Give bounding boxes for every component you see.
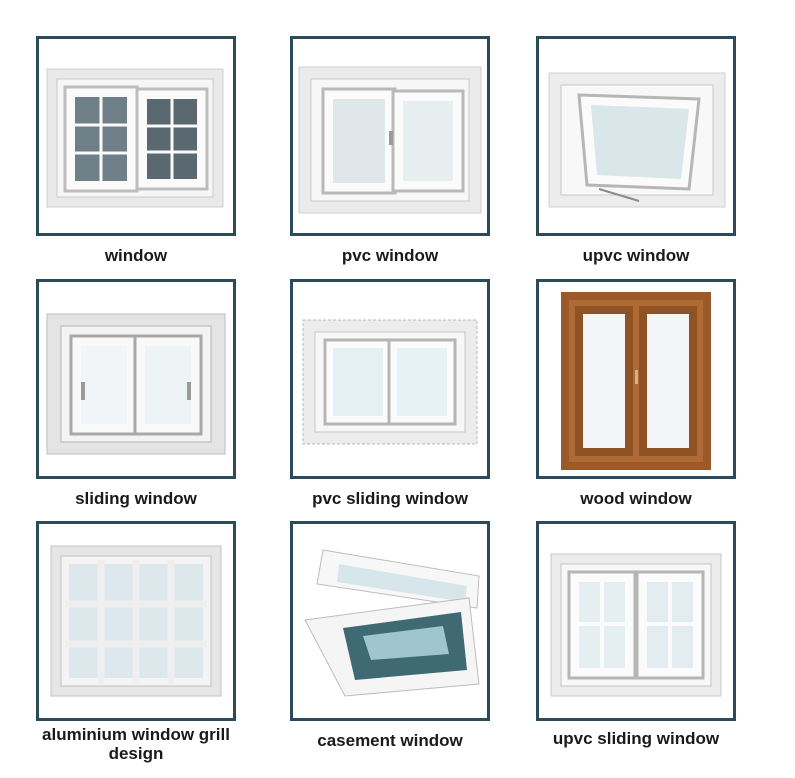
product-label: wood window [580,489,692,508]
product-label: pvc window [341,246,439,265]
product-image [290,521,490,721]
product-image [36,521,236,721]
product-image [36,279,236,479]
sliding-window-icon [298,66,482,214]
product-label: pvc sliding window [312,489,468,508]
product-label: upvc window [582,246,690,265]
product-label: casement window [317,731,463,750]
tilt-window-icon [548,72,726,208]
product-label: aluminium window grill design [42,725,230,763]
grill-window-icon [50,545,222,697]
product-image [36,36,236,236]
product-image [536,521,736,721]
sliding-window-icon [302,319,478,445]
casement-window-icon [561,292,711,470]
sliding-grid-window-icon [550,553,722,697]
product-image [290,279,490,479]
sliding-window-icon [46,313,226,455]
open-casement-window-icon [304,549,480,697]
sliding-grid-window-icon [46,68,224,208]
product-label: upvc sliding window [552,729,720,748]
product-label: sliding window [75,489,197,508]
product-image [536,36,736,236]
product-image [290,36,490,236]
product-image [536,279,736,479]
product-label: window [104,246,168,265]
